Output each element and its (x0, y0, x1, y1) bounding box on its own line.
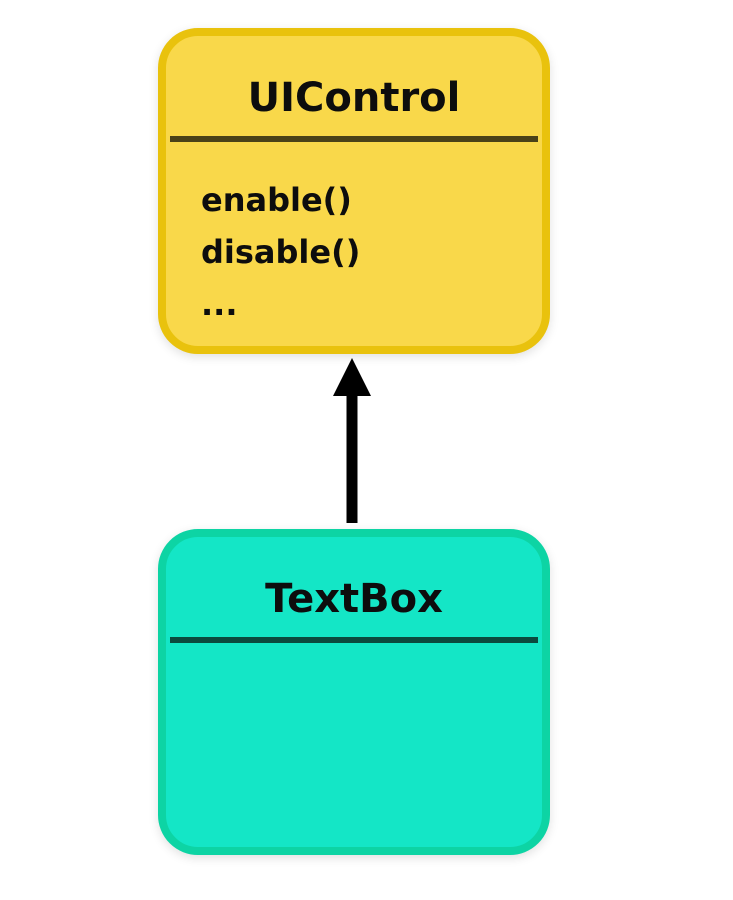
method-item: disable() (201, 233, 361, 271)
method-item: enable() (201, 181, 352, 219)
textbox-divider (170, 637, 538, 643)
arrow-head (333, 358, 371, 396)
uicontrol-class-name: UIControl (247, 75, 461, 121)
uicontrol-divider (170, 136, 538, 142)
uicontrol-method-list: enable() disable() ... (201, 174, 360, 330)
method-item: ... (201, 285, 238, 323)
uicontrol-class-box: UIControl enable() disable() ... (158, 28, 550, 354)
textbox-class-name: TextBox (265, 576, 443, 622)
textbox-class-box: TextBox (158, 529, 550, 855)
